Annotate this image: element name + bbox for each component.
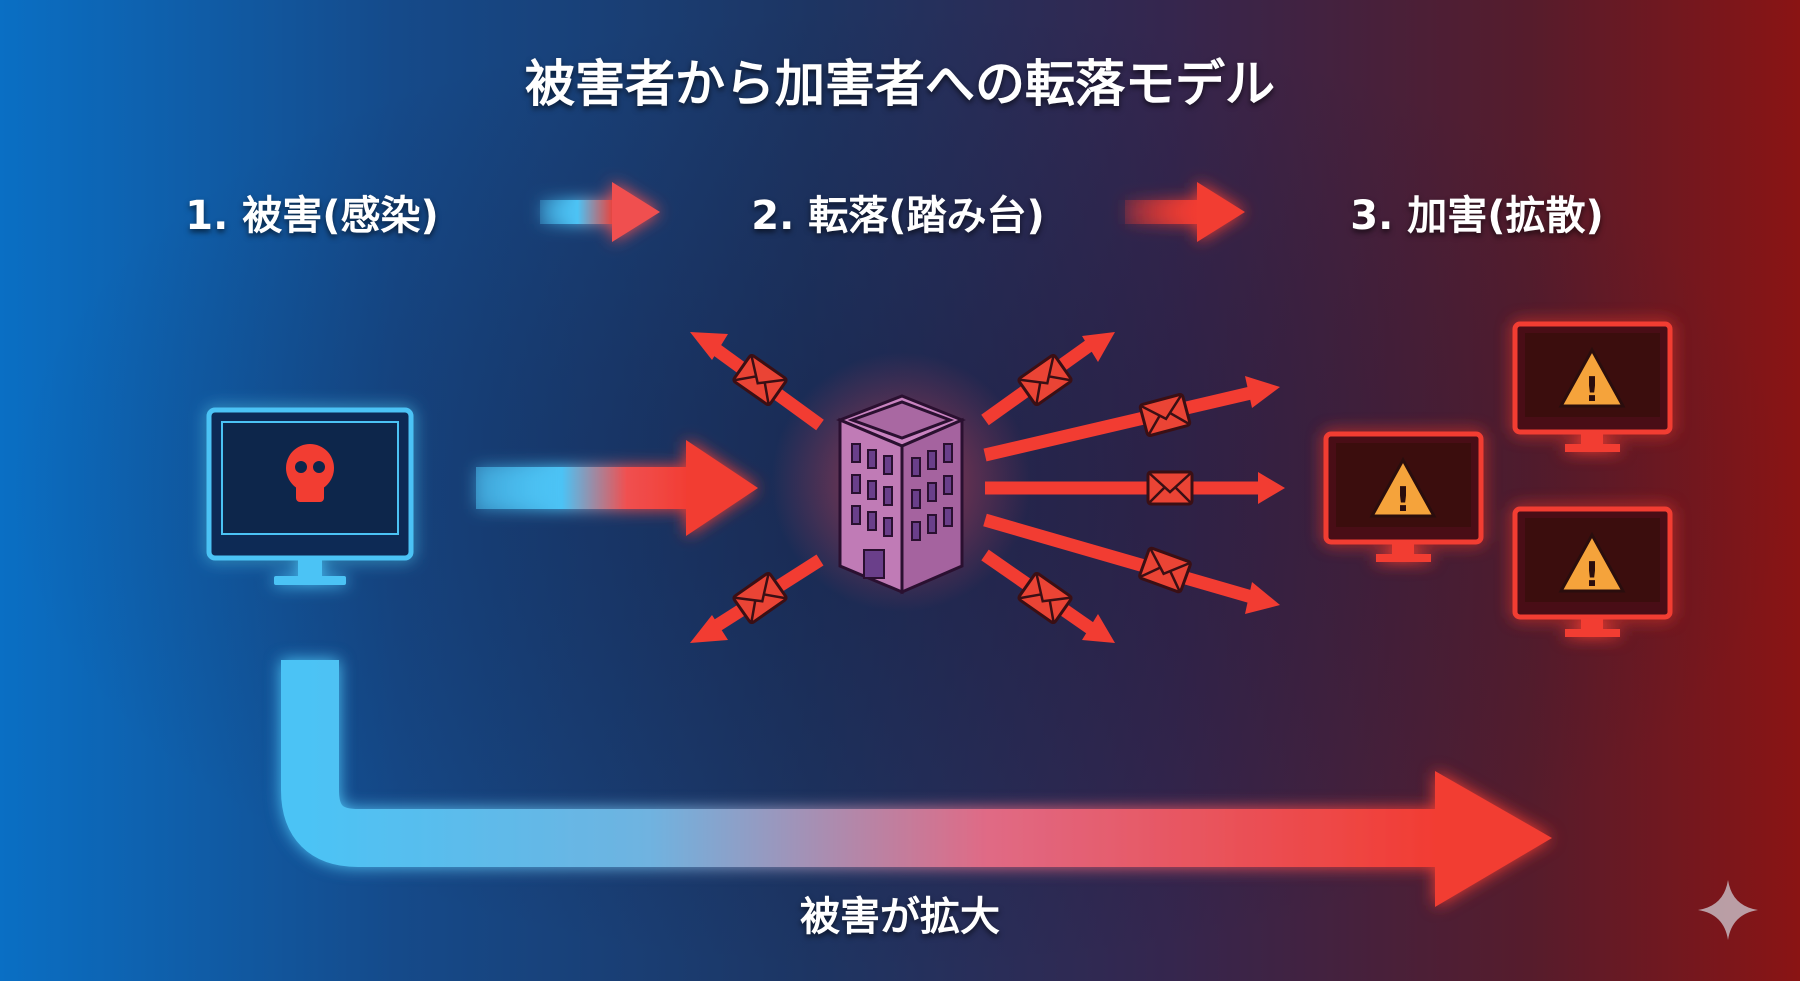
page-title: 被害者から加害者への転落モデル: [525, 55, 1275, 113]
svg-text:!: !: [1395, 480, 1411, 520]
warning-icon: [1369, 456, 1437, 518]
step-2-label: 2. 転落(踏み台): [751, 193, 1045, 239]
warning-computer-icon: !: [1512, 506, 1673, 637]
bottom-label: 被害が拡大: [800, 894, 1000, 940]
step-1-label: 1. 被害(感染): [185, 193, 439, 239]
step-arrow-2-to-3: [1125, 182, 1245, 242]
damage-expansion-arrow: [281, 660, 1552, 907]
step-3-label: 3. 加害(拡散): [1350, 193, 1604, 239]
step-arrow-1-to-2: [540, 182, 660, 242]
warning-computer-icon: !: [1512, 321, 1673, 452]
svg-text:!: !: [1584, 555, 1600, 595]
office-building-icon: [835, 394, 966, 595]
warning-icon: [1558, 531, 1626, 593]
infected-computer-icon: [206, 407, 414, 585]
svg-text:!: !: [1584, 370, 1600, 410]
warning-computer-icon: !: [1323, 431, 1484, 562]
sparkle-icon: [1698, 880, 1758, 940]
infection-arrow: [476, 440, 758, 536]
skull-icon: [286, 444, 334, 502]
victim-computers: ! ! !: [1323, 321, 1673, 637]
warning-icon: [1558, 346, 1626, 408]
